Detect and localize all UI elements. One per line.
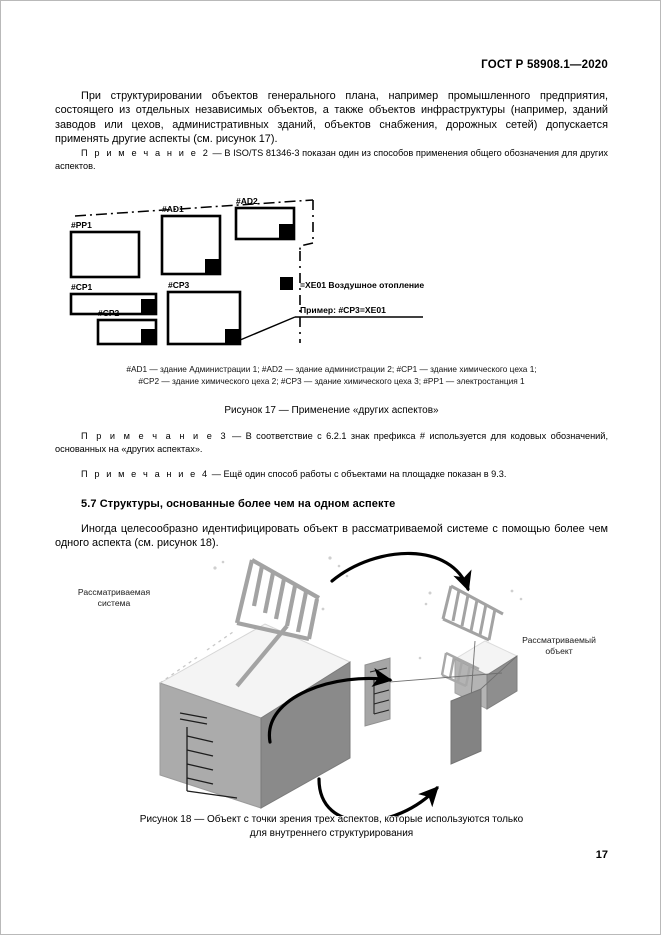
box-cp3 [166, 290, 242, 346]
figure-18-label-system-line1: Рассматриваемая [78, 587, 151, 597]
figure-18-drawing: Рассматриваемая система [78, 551, 596, 816]
object-aspect-comb-top [441, 584, 504, 642]
system-aspect-comb [234, 558, 321, 688]
note-4: П р и м е ч а н и е 4 — Ещё один способ … [55, 468, 608, 481]
legend-marker-text: =XE01 Воздушное отопление [300, 280, 424, 290]
arrow-top-aspect [330, 551, 472, 592]
note-2-label: П р и м е ч а н и е 2 [81, 148, 210, 158]
paragraph-5-7: Иногда целесообразно идентифицировать об… [55, 523, 608, 550]
site-boundary-right [299, 200, 314, 343]
figure-17-caption: Рисунок 17 — Применение «других аспектов… [224, 405, 439, 416]
system-aspect-dots [213, 556, 349, 611]
note-4-label: П р и м е ч а н и е 4 [81, 469, 210, 479]
note-3-text: — В соответствие с 6.2.1 знак префикса #… [55, 431, 608, 455]
heading-5-7: 5.7 Структуры, основанные более чем на о… [81, 498, 396, 510]
system-tree-structure [179, 712, 238, 799]
figure-18-label-object-line1: Рассматриваемый [522, 635, 596, 645]
figure-18-caption-line-1: Рисунок 18 — Объект с точки зрения трех … [139, 814, 524, 825]
box-ad1 [160, 214, 222, 276]
box-pp1 [69, 230, 141, 279]
box-ad2 [234, 206, 296, 241]
note-2-text: — В ISO/TS 81346-3 показан один из спосо… [55, 148, 608, 172]
example-callout-text: Пример: #CP3=XE01 [300, 305, 386, 315]
figure-18-caption: Рисунок 18 — Объект с точки зрения трех … [55, 813, 608, 841]
page-content: ГОСТ Р 58908.1—2020 При структурировании… [55, 1, 608, 936]
note-2: П р и м е ч а н и е 2 — В ISO/TS 81346-3… [55, 147, 608, 173]
figure-17-drawing: #PP1 #AD1 #AD2 #CP1 [69, 196, 424, 346]
box-ad2-label: #AD2 [236, 196, 258, 206]
box-cp2-label: #CP2 [98, 308, 120, 318]
object-aspect-dots [418, 589, 523, 660]
site-boundary [74, 199, 314, 217]
note-3: П р и м е ч а н и е 3 — В соответствие с… [55, 430, 608, 456]
box-cp1-label: #CP1 [71, 282, 93, 292]
box-ad1-label: #AD1 [162, 204, 184, 214]
example-callout-leader [232, 316, 296, 344]
arrow-middle-aspect [267, 667, 393, 744]
box-cp1 [69, 292, 158, 316]
figure-18-caption-line-2: для внутреннего структурирования [249, 828, 414, 839]
note-3-label: П р и м е ч а н и е 3 [81, 431, 228, 441]
note-4-text: — Ещё один способ работы с объектами на … [209, 469, 507, 479]
figure-17-legend-line-2: #CP2 — здание химического цеха 2; #CP3 —… [138, 376, 525, 386]
document-standard-header: ГОСТ Р 58908.1—2020 [481, 59, 608, 71]
legend-marker-swatch [280, 277, 293, 290]
figure-18: Рассматриваемая система [47, 546, 617, 816]
figure-17-legend-line-1: #AD1 — здание Администрации 1; #AD2 — зд… [126, 364, 537, 374]
box-pp1-label: #PP1 [71, 220, 92, 230]
arrow-lower-aspect [317, 777, 439, 816]
page-number: 17 [595, 849, 608, 861]
figure-17: #PP1 #AD1 #AD2 #CP1 [55, 191, 608, 361]
object-aspect-panel-lower [450, 688, 482, 765]
paragraph-intro: При структурировании объектов генерально… [55, 90, 608, 146]
box-cp2 [96, 318, 158, 346]
box-cp3-label: #CP3 [168, 280, 190, 290]
figure-18-label-system-line2: система [98, 598, 131, 608]
system-block [158, 623, 352, 809]
object-aspect-panel-upper [364, 657, 391, 727]
figure-18-label-object-line2: объект [545, 646, 572, 656]
